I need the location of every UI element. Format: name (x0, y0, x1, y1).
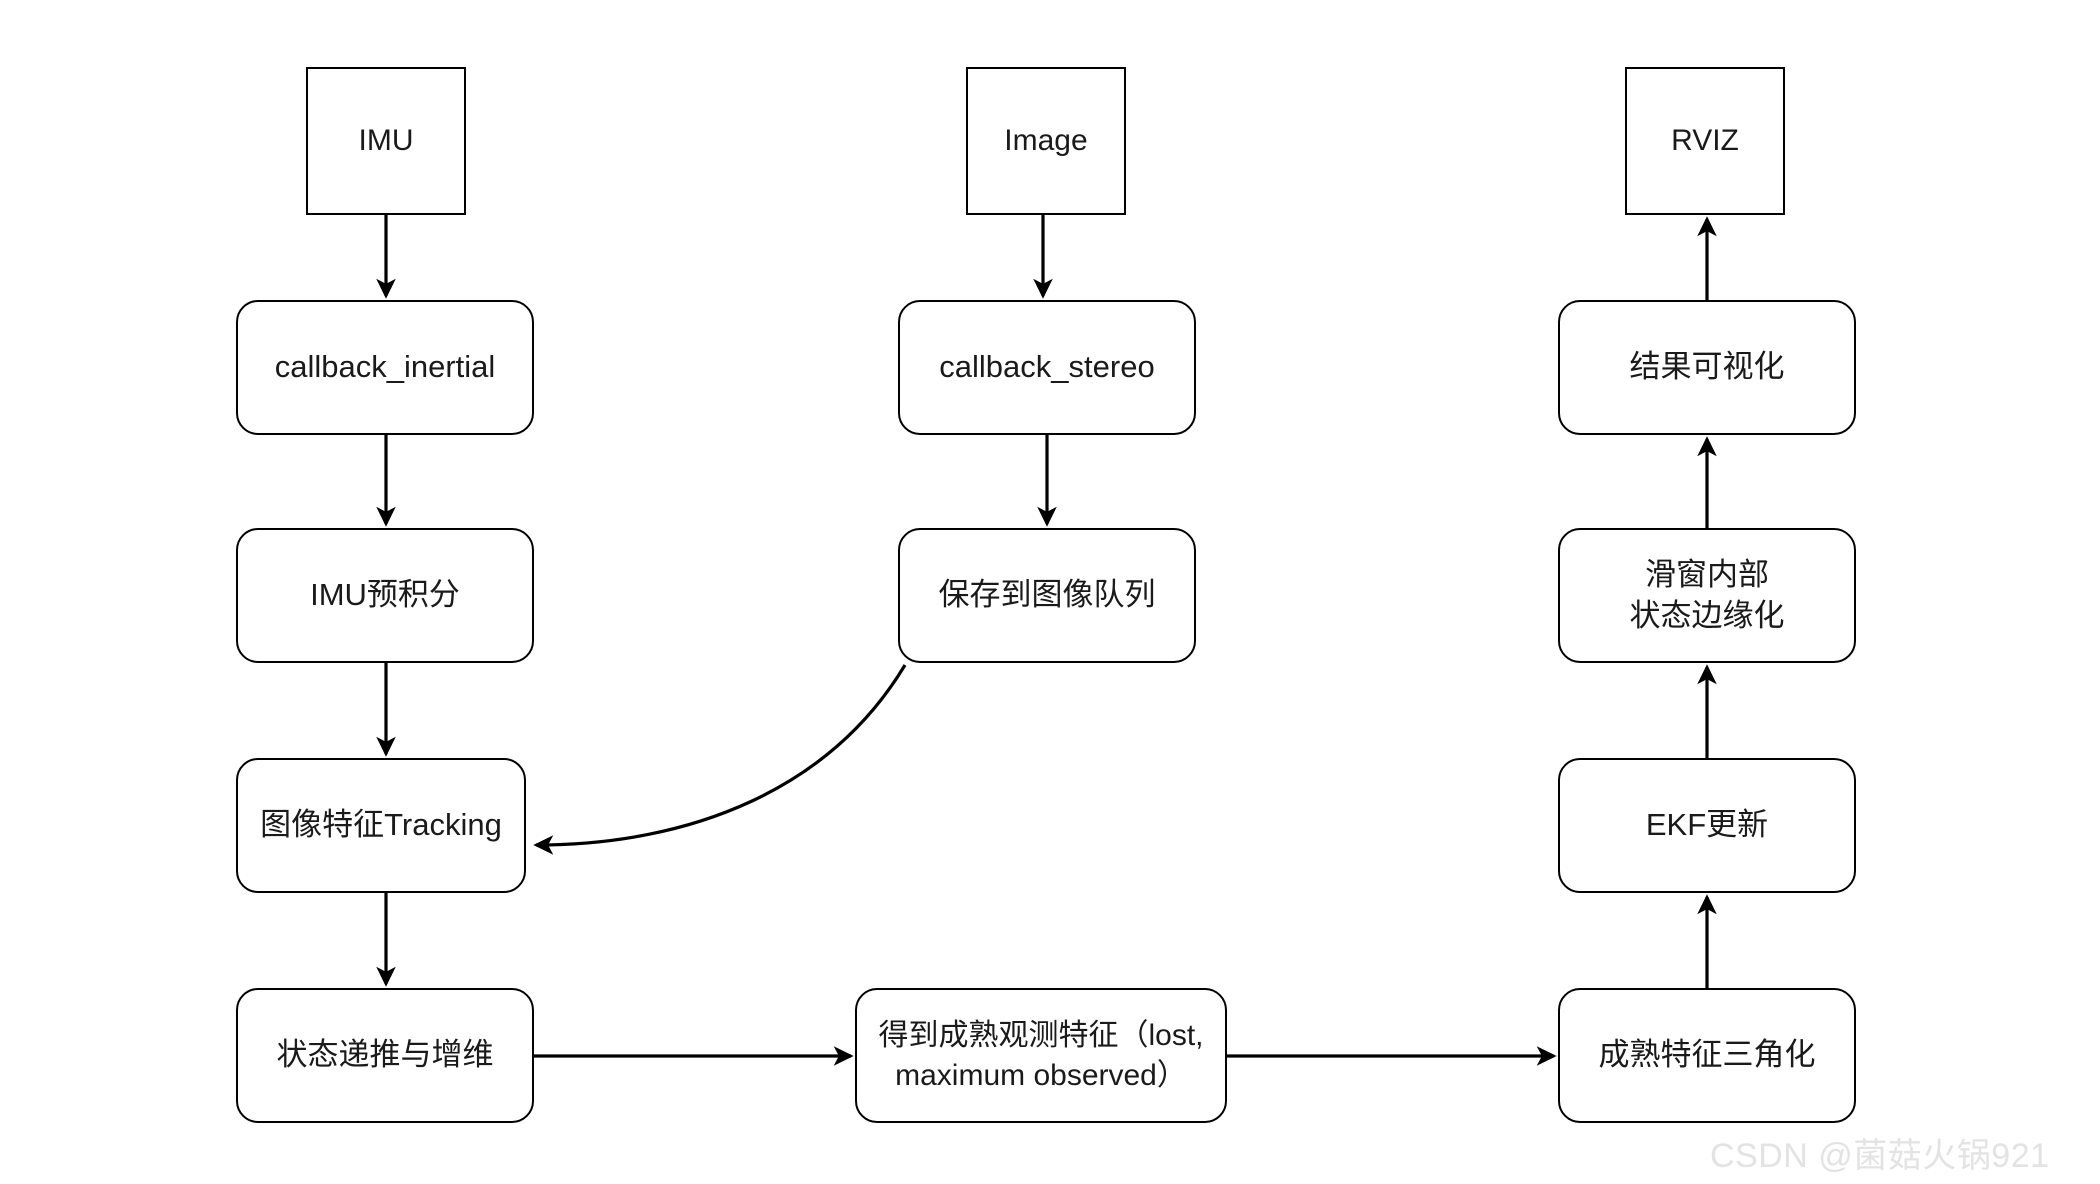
node-rviz[interactable]: RVIZ (1625, 67, 1785, 215)
node-imu-preintegration[interactable]: IMU预积分 (236, 528, 534, 663)
node-image[interactable]: Image (966, 67, 1126, 215)
node-ekf-update-label: EKF更新 (1645, 807, 1769, 843)
node-save-image-queue-label: 保存到图像队列 (938, 577, 1156, 613)
node-imu-label: IMU (358, 124, 414, 158)
node-image-label: Image (1004, 124, 1088, 158)
node-sliding-window-marginalization-label: 滑窗内部 状态边缘化 (1629, 556, 1785, 633)
csdn-watermark: CSDN @菌菇火锅921 (1710, 1137, 2050, 1175)
node-imu[interactable]: IMU (306, 67, 466, 215)
node-result-visualization[interactable]: 结果可视化 (1558, 300, 1856, 435)
node-mature-observed-features-label: 得到成熟观测特征（lost, maximum observed） (878, 1018, 1204, 1092)
node-sliding-window-marginalization[interactable]: 滑窗内部 状态边缘化 (1558, 528, 1856, 663)
edge-save-img-queue-to-feature-tracking (533, 664, 907, 855)
node-callback-inertial-label: callback_inertial (274, 349, 496, 385)
node-mature-feature-triangulation-label: 成熟特征三角化 (1598, 1037, 1816, 1073)
node-mature-observed-features[interactable]: 得到成熟观测特征（lost, maximum observed） (855, 988, 1227, 1123)
node-rviz-label: RVIZ (1671, 124, 1739, 158)
node-result-visualization-label: 结果可视化 (1629, 349, 1785, 385)
node-save-image-queue[interactable]: 保存到图像队列 (898, 528, 1196, 663)
node-ekf-update[interactable]: EKF更新 (1558, 758, 1856, 893)
node-feature-tracking-label: 图像特征Tracking (260, 807, 502, 843)
node-callback-stereo[interactable]: callback_stereo (898, 300, 1196, 435)
node-mature-feature-triangulation[interactable]: 成熟特征三角化 (1558, 988, 1856, 1123)
node-callback-stereo-label: callback_stereo (939, 349, 1155, 385)
node-state-propagation-augmentation[interactable]: 状态递推与增维 (236, 988, 534, 1123)
node-feature-tracking[interactable]: 图像特征Tracking (236, 758, 526, 893)
node-state-propagation-augmentation-label: 状态递推与增维 (276, 1037, 494, 1073)
node-callback-inertial[interactable]: callback_inertial (236, 300, 534, 435)
node-imu-preintegration-label: IMU预积分 (310, 577, 460, 613)
